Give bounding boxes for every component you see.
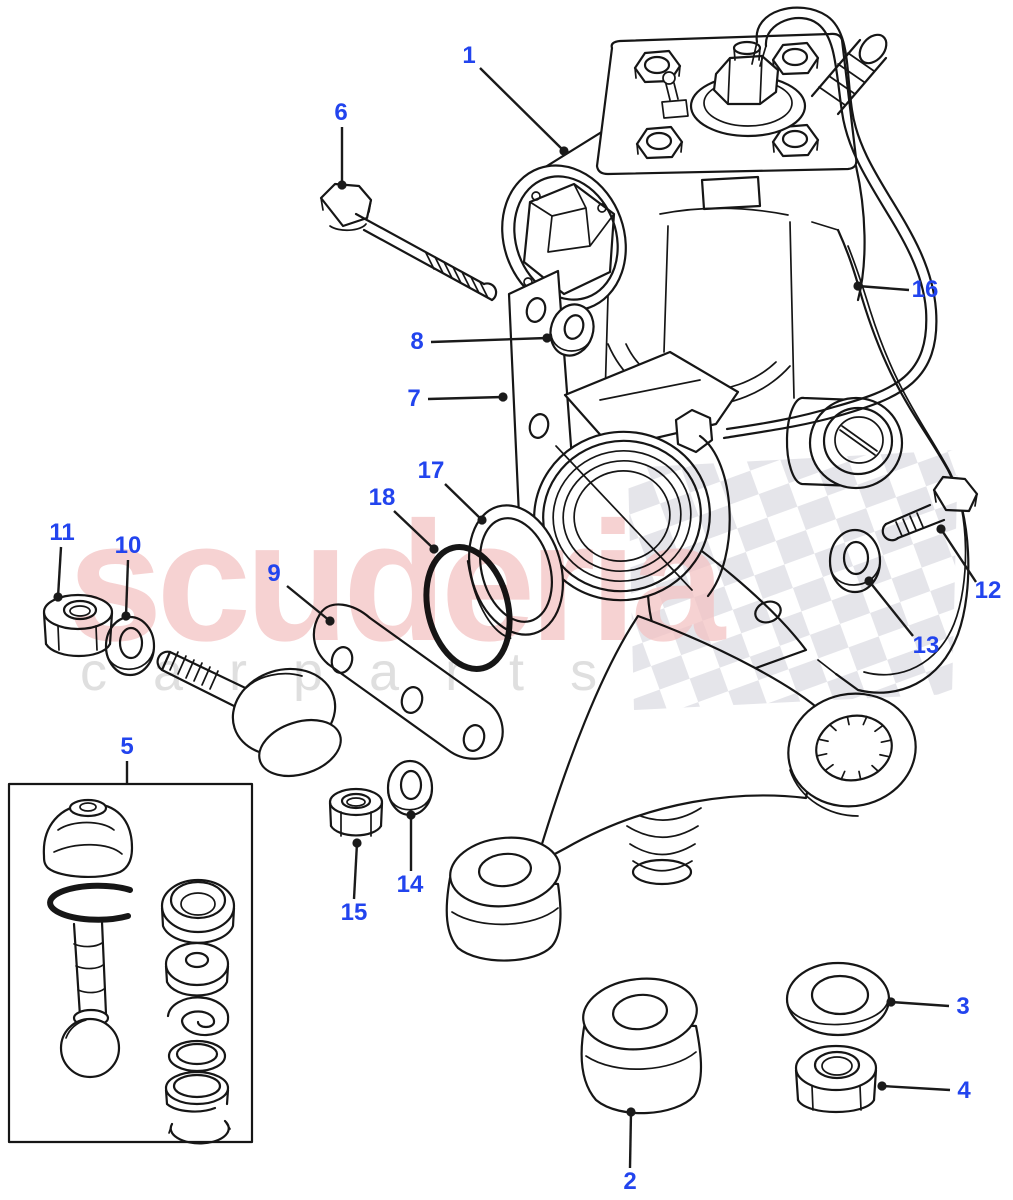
callout-17: 17	[417, 457, 445, 484]
callout-dot-9	[325, 616, 335, 626]
callout-dot-11	[53, 592, 63, 602]
callout-dot-2	[626, 1107, 636, 1117]
callout-9: 9	[267, 560, 281, 587]
seal-grommet	[549, 303, 595, 357]
callout-dot-6	[337, 180, 347, 190]
top-bolt	[635, 125, 684, 160]
fluid-pipe	[722, 6, 938, 440]
callout-leader-8	[430, 336, 548, 344]
callout-11: 11	[49, 519, 75, 546]
callout-10: 10	[114, 532, 142, 559]
callout-leader-15	[352, 842, 359, 900]
callout-dot-3	[886, 997, 896, 1007]
callout-dot-1	[559, 146, 569, 156]
callout-dot-15	[352, 838, 362, 848]
callout-leader-18	[393, 510, 435, 550]
callout-dot-7	[498, 392, 508, 402]
callout-dot-16	[853, 281, 863, 291]
callout-4: 4	[957, 1077, 971, 1104]
valve-top-plate	[595, 32, 858, 176]
callout-2: 2	[623, 1168, 637, 1195]
callout-14: 14	[396, 871, 424, 898]
idler-arm	[156, 603, 504, 778]
input-shaft	[810, 33, 888, 116]
o-ring	[423, 544, 513, 672]
callout-8: 8	[410, 328, 424, 355]
callout-dot-4	[877, 1081, 887, 1091]
callout-5: 5	[120, 733, 134, 760]
idler-nut	[42, 593, 114, 658]
drop-arm-nut	[794, 1044, 878, 1114]
callout-leader-3	[890, 1000, 950, 1008]
callout-15: 15	[340, 899, 368, 926]
callout-dot-8	[542, 333, 552, 343]
callout-dot-18	[429, 544, 439, 554]
rubber-bush-lower	[580, 977, 703, 1115]
callout-18: 18	[368, 484, 396, 511]
idler-stud-nut	[328, 787, 384, 837]
long-bolt	[319, 182, 498, 302]
top-bolt	[771, 123, 820, 158]
callout-leader-2	[628, 1111, 633, 1169]
callout-leader-1	[479, 67, 565, 152]
callout-6: 6	[334, 99, 348, 126]
rubber-bush-upper	[445, 836, 562, 962]
hex-access-collar	[501, 164, 627, 312]
callout-13: 13	[912, 632, 940, 659]
drop-arm-washer	[785, 961, 891, 1037]
callout-leader-4	[881, 1084, 951, 1092]
dust-cover	[466, 504, 565, 639]
callout-dot-14	[406, 810, 416, 820]
callout-dot-10	[121, 611, 131, 621]
callout-leader-17	[444, 483, 483, 521]
callout-12: 12	[974, 577, 1002, 604]
callout-1: 1	[462, 42, 476, 69]
ball-joint-kit	[7, 782, 254, 1145]
callout-leader-11	[56, 546, 63, 598]
callout-leader-16	[857, 284, 910, 292]
callout-3: 3	[956, 993, 970, 1020]
callout-7: 7	[407, 385, 421, 412]
callout-leader-10	[124, 559, 130, 617]
callout-dot-17	[477, 515, 487, 525]
callout-16: 16	[911, 276, 939, 303]
callout-leader-7	[427, 395, 504, 401]
callout-leader-9	[286, 585, 331, 622]
